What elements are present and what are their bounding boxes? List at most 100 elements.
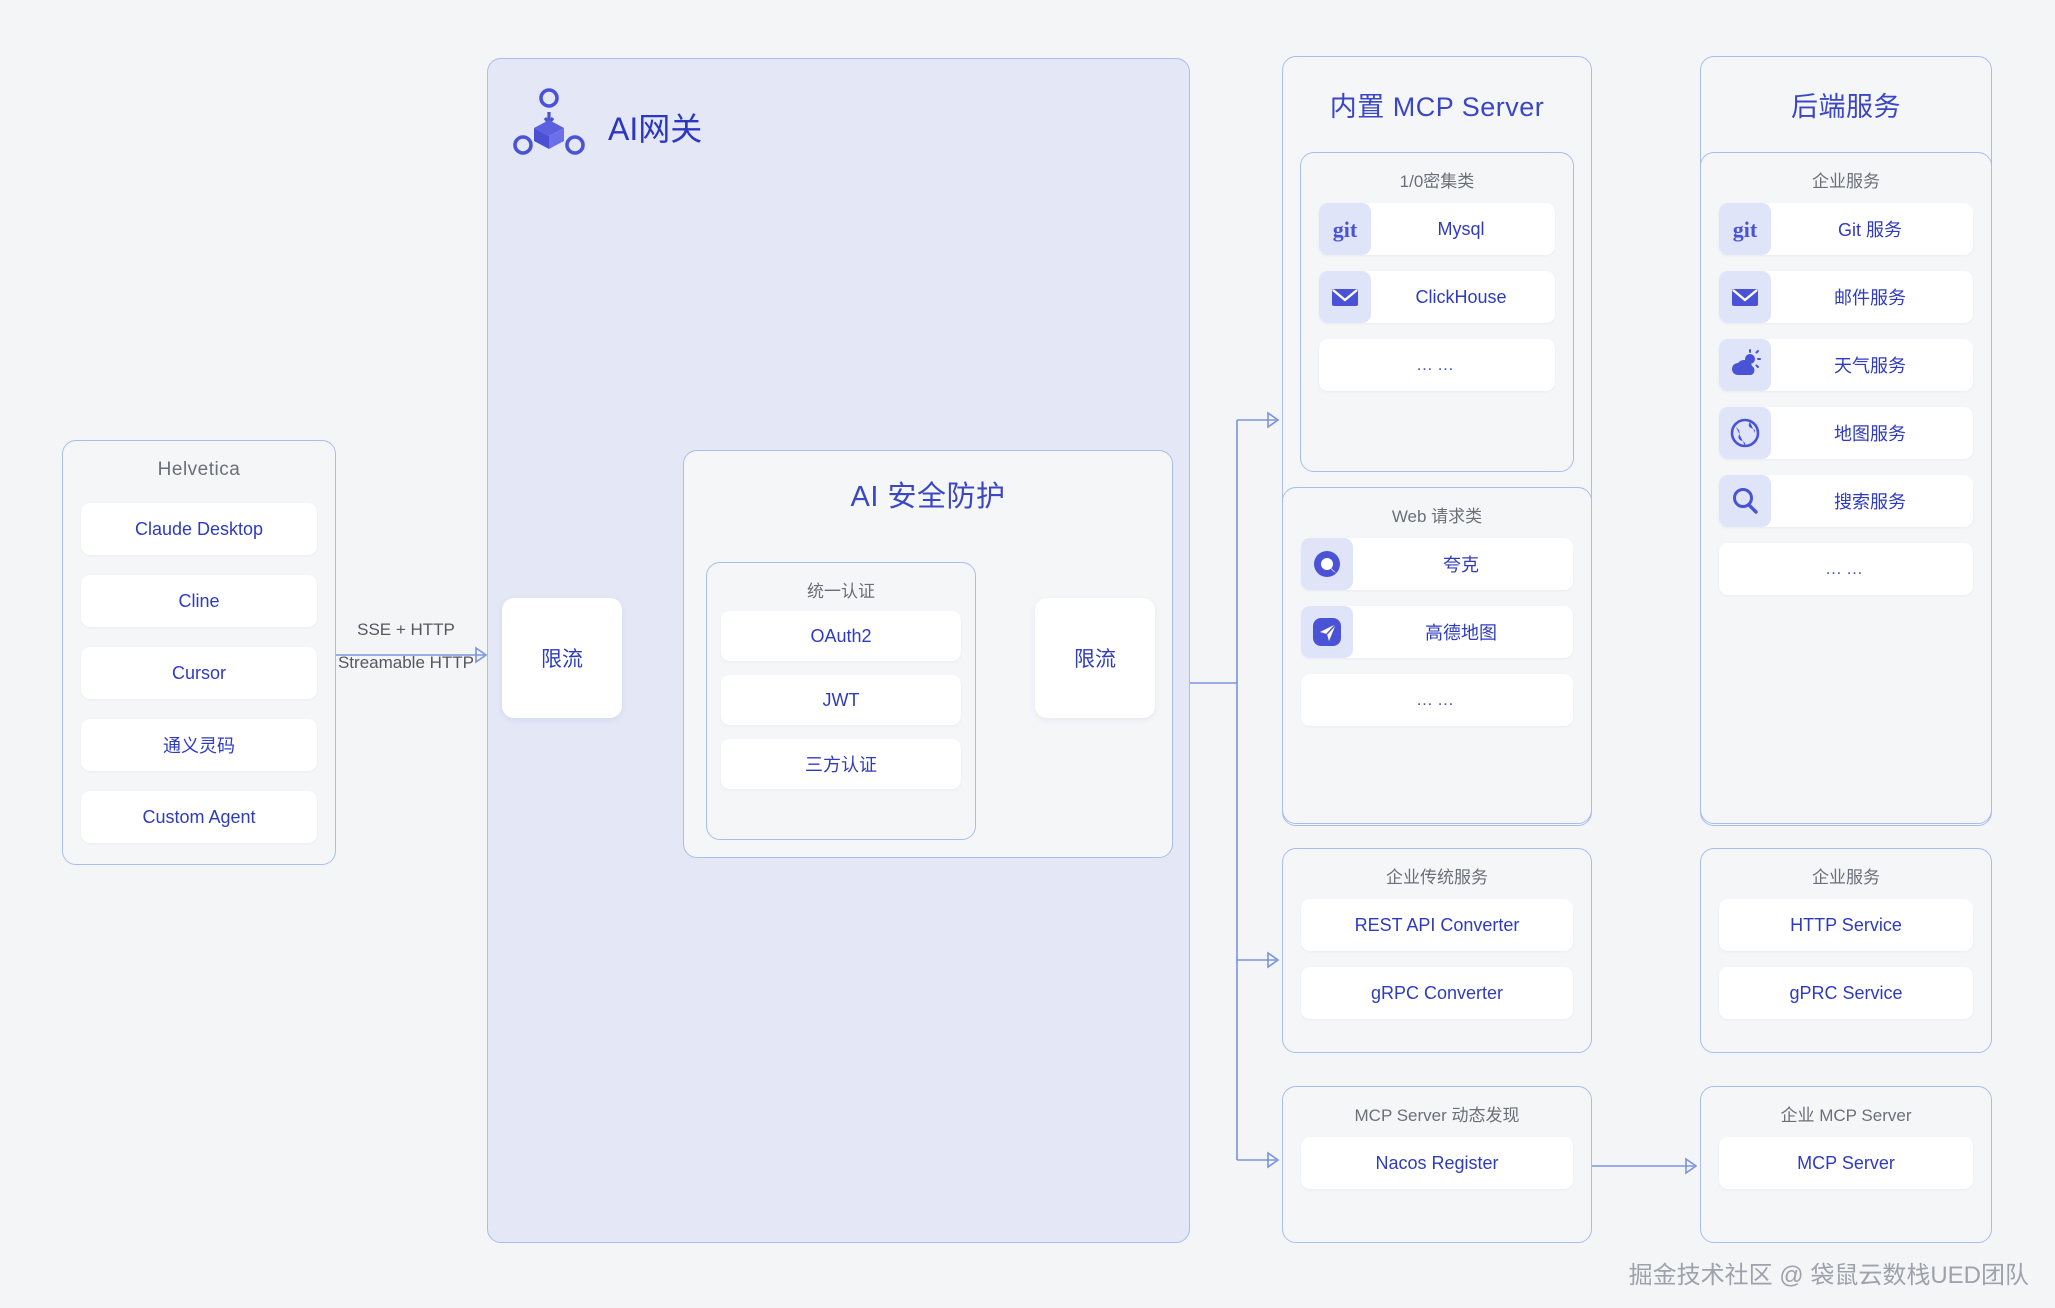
arrowhead	[1267, 411, 1280, 429]
item-label: gRPC Converter	[1370, 982, 1504, 1003]
web-request-list: 夸克 高德地图 ……	[1301, 538, 1573, 742]
list-item[interactable]: HTTP Service	[1719, 899, 1973, 951]
client-list: Claude Desktop Cline Cursor 通义灵码 Custom …	[81, 503, 317, 863]
enterprise-services-title: 企业服务	[1812, 172, 1880, 191]
legacy-service-title: 企业传统服务	[1386, 868, 1488, 887]
enterprise-protocol-title: 企业服务	[1812, 868, 1880, 887]
list-item[interactable]: REST API Converter	[1301, 899, 1573, 951]
enterprise-services-group: 企业服务 git Git 服务 邮件服务	[1700, 152, 1992, 824]
list-item[interactable]: git Mysql	[1319, 203, 1555, 255]
item-label: 高德地图	[1425, 623, 1497, 643]
svg-text:git: git	[1333, 217, 1358, 242]
mail-icon	[1319, 271, 1371, 323]
list-item[interactable]: Claude Desktop	[81, 503, 317, 555]
gateway-title: AI网关	[608, 110, 703, 147]
ai-security-title: AI 安全防护	[850, 481, 1006, 513]
list-item[interactable]: 高德地图	[1301, 606, 1573, 658]
auth-label: JWT	[822, 689, 860, 710]
item-label: MCP Server	[1797, 1152, 1895, 1173]
item-label: 夸克	[1443, 555, 1479, 575]
list-item[interactable]: OAuth2	[721, 611, 961, 661]
web-request-group: Web 请求类 夸克 高德地图 ……	[1282, 487, 1592, 824]
auth-label: OAuth2	[810, 625, 872, 646]
item-label: Mysql	[1437, 218, 1485, 239]
amap-icon	[1301, 606, 1353, 658]
list-item[interactable]: MCP Server	[1719, 1137, 1973, 1189]
enterprise-mcp-group: 企业 MCP Server MCP Server	[1700, 1086, 1992, 1243]
list-item[interactable]: Cline	[81, 575, 317, 627]
rate-limit-out-label: 限流	[1074, 648, 1116, 671]
svg-text:git: git	[1733, 217, 1758, 242]
unified-auth-group: 统一认证 OAuth2 JWT 三方认证	[706, 562, 976, 840]
client-panel-title: Helvetica	[157, 459, 241, 480]
item-label: gPRC Service	[1789, 982, 1903, 1003]
list-item[interactable]: ……	[1301, 674, 1573, 726]
arrowhead	[1267, 1151, 1280, 1169]
list-item[interactable]: 夸克	[1301, 538, 1573, 590]
rate-limit-in-box[interactable]: 限流	[502, 598, 622, 718]
gateway-header: AI网关	[512, 87, 702, 166]
auth-label: 三方认证	[805, 755, 877, 775]
list-item[interactable]: Cursor	[81, 647, 317, 699]
list-item[interactable]: gPRC Service	[1719, 967, 1973, 1019]
io-intensive-group: 1/0密集类 git Mysql ClickHouse ……	[1300, 152, 1574, 472]
list-item[interactable]: Custom Agent	[81, 791, 317, 843]
legacy-service-list: REST API Converter gRPC Converter	[1301, 899, 1573, 1035]
list-item[interactable]: 地图服务	[1719, 407, 1973, 459]
enterprise-mcp-title: 企业 MCP Server	[1780, 1106, 1912, 1125]
list-item[interactable]: 天气服务	[1719, 339, 1973, 391]
item-label: 搜索服务	[1834, 492, 1906, 512]
io-intensive-list: git Mysql ClickHouse ……	[1319, 203, 1555, 407]
list-item[interactable]: 邮件服务	[1719, 271, 1973, 323]
backend-services-title: 后端服务	[1791, 92, 1901, 122]
item-label: 地图服务	[1834, 424, 1906, 444]
arrowhead	[1267, 951, 1280, 969]
item-label: ……	[1416, 690, 1458, 709]
unified-auth-title: 统一认证	[807, 582, 875, 601]
item-label: Git 服务	[1837, 220, 1902, 240]
item-label: Nacos Register	[1375, 1152, 1499, 1173]
list-item[interactable]: git Git 服务	[1719, 203, 1973, 255]
git-icon: git	[1719, 203, 1771, 255]
item-label: REST API Converter	[1354, 914, 1520, 935]
list-item[interactable]: gRPC Converter	[1301, 967, 1573, 1019]
auth-list: OAuth2 JWT 三方认证	[721, 611, 961, 803]
list-item[interactable]: ……	[1319, 339, 1555, 391]
list-item[interactable]: 搜索服务	[1719, 475, 1973, 527]
mcp-discovery-title: MCP Server 动态发现	[1354, 1106, 1520, 1125]
item-label: 天气服务	[1834, 356, 1906, 376]
protocol-label: SSE + HTTP Streamable HTTP	[331, 613, 481, 679]
mcp-discovery-list: Nacos Register	[1301, 1137, 1573, 1205]
item-label: 邮件服务	[1834, 288, 1906, 308]
quark-icon	[1301, 538, 1353, 590]
client-label: Custom Agent	[142, 806, 256, 827]
enterprise-mcp-list: MCP Server	[1719, 1137, 1973, 1205]
list-item[interactable]: JWT	[721, 675, 961, 725]
rate-limit-out-box[interactable]: 限流	[1035, 598, 1155, 718]
protocol-label-bottom: Streamable HTTP	[337, 653, 475, 672]
web-request-title: Web 请求类	[1391, 507, 1483, 526]
client-label: 通义灵码	[163, 736, 235, 756]
arrowhead	[1685, 1157, 1698, 1175]
globe-icon	[1719, 407, 1771, 459]
cube-network-icon	[512, 87, 586, 166]
client-panel: Helvetica Claude Desktop Cline Cursor 通义…	[62, 440, 336, 865]
list-item[interactable]: 三方认证	[721, 739, 961, 789]
rate-limit-in-label: 限流	[541, 648, 583, 671]
builtin-mcp-title: 内置 MCP Server	[1329, 92, 1545, 122]
protocol-label-top: SSE + HTTP	[357, 620, 455, 639]
search-icon	[1719, 475, 1771, 527]
enterprise-protocol-group: 企业服务 HTTP Service gPRC Service	[1700, 848, 1992, 1053]
list-item[interactable]: Nacos Register	[1301, 1137, 1573, 1189]
weather-icon	[1719, 339, 1771, 391]
client-label: Claude Desktop	[134, 518, 264, 539]
io-intensive-title: 1/0密集类	[1399, 172, 1475, 191]
list-item[interactable]: 通义灵码	[81, 719, 317, 771]
mcp-discovery-group: MCP Server 动态发现 Nacos Register	[1282, 1086, 1592, 1243]
list-item[interactable]: ClickHouse	[1319, 271, 1555, 323]
mail-icon	[1719, 271, 1771, 323]
legacy-service-group: 企业传统服务 REST API Converter gRPC Converter	[1282, 848, 1592, 1053]
client-label: Cursor	[171, 662, 226, 683]
list-item[interactable]: ……	[1719, 543, 1973, 595]
